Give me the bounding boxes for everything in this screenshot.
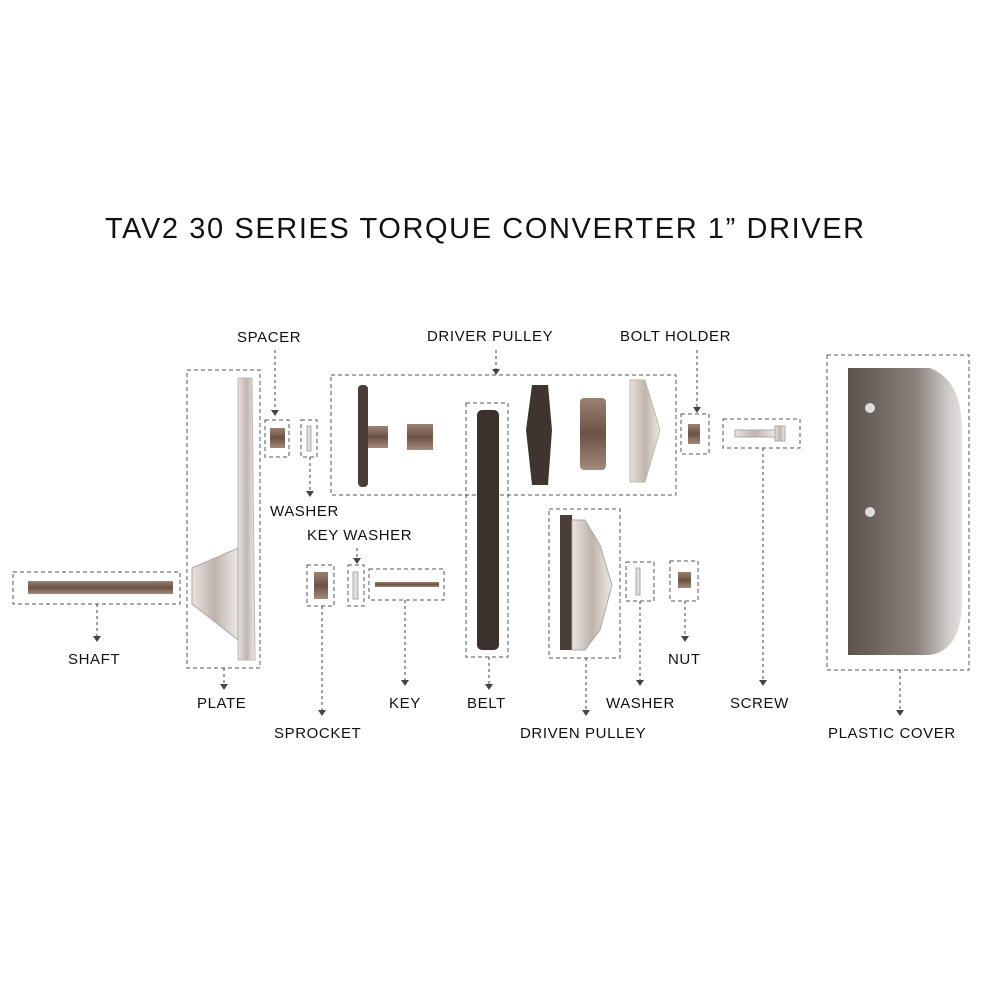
sprocket-part: SPROCKET	[274, 564, 361, 742]
diagram-title: TAV2 30 SERIES TORQUE CONVERTER 1” DRIVE…	[105, 213, 866, 245]
belt-part: BELT	[465, 402, 509, 712]
label-plastic-cover: PLASTIC COVER	[828, 725, 956, 742]
label-key: KEY	[389, 695, 421, 712]
label-washer-bottom: WASHER	[606, 695, 675, 712]
screw-part: SCREW	[722, 418, 801, 712]
label-bolt-holder: BOLT HOLDER	[620, 328, 731, 345]
driver-pulley-part: DRIVER PULLEY	[330, 328, 677, 496]
label-plate: PLATE	[197, 695, 246, 712]
label-belt: BELT	[467, 695, 506, 712]
spacer-part: SPACER	[237, 329, 301, 458]
label-nut: NUT	[668, 651, 701, 668]
shaft-part: SHAFT	[12, 571, 181, 668]
driven-pulley-part: DRIVEN PULLEY	[520, 508, 646, 742]
label-driven-pulley: DRIVEN PULLEY	[520, 725, 646, 742]
washer-top-part: WASHER	[270, 419, 339, 520]
key-washer-part: KEY WASHER	[307, 527, 412, 607]
label-key-washer: KEY WASHER	[307, 527, 412, 544]
nut-part: NUT	[668, 560, 701, 668]
label-shaft: SHAFT	[68, 651, 120, 668]
label-sprocket: SPROCKET	[274, 725, 361, 742]
bolt-holder-part: BOLT HOLDER	[620, 328, 731, 455]
label-screw: SCREW	[730, 695, 789, 712]
label-driver-pulley: DRIVER PULLEY	[427, 328, 553, 345]
plastic-cover-part: PLASTIC COVER	[826, 354, 970, 742]
key-part: KEY	[368, 568, 445, 712]
label-washer-top: WASHER	[270, 503, 339, 520]
label-spacer: SPACER	[237, 329, 301, 346]
plate-part: PLATE	[186, 369, 261, 712]
washer-bottom-part: WASHER	[606, 561, 675, 712]
